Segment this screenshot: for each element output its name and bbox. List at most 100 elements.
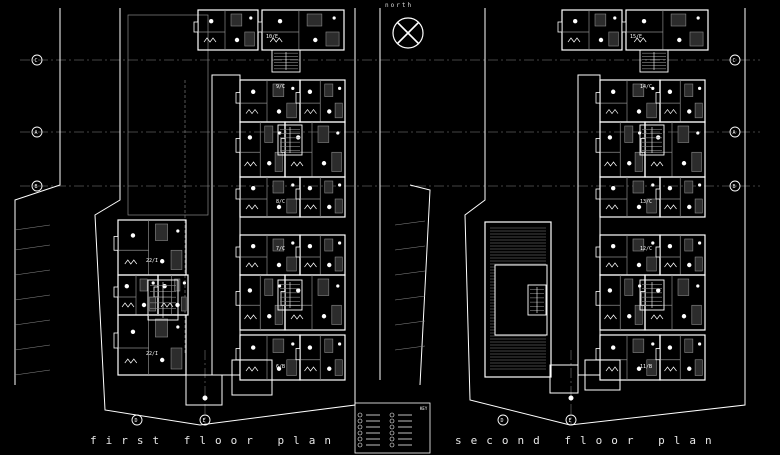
grid-bubble <box>565 414 577 426</box>
bathroom <box>632 180 645 194</box>
kitchen <box>646 256 657 272</box>
light-fixture <box>687 366 692 371</box>
kitchen <box>148 296 156 312</box>
grid-bubble <box>729 54 741 66</box>
bathroom <box>632 238 645 252</box>
bathroom <box>324 238 334 252</box>
grid-bubble-label: C <box>35 58 38 64</box>
radiator <box>605 366 619 372</box>
kitchen <box>646 198 657 214</box>
light-fixture <box>321 161 327 166</box>
radiator <box>203 37 217 43</box>
unit-label: 13/C <box>640 199 652 205</box>
light-fixture <box>313 37 318 43</box>
parking-line <box>14 319 51 326</box>
corridor <box>211 74 241 376</box>
grid-bubble <box>31 180 43 192</box>
window <box>621 21 627 33</box>
light-fixture <box>627 314 632 319</box>
key-symbol <box>389 442 395 448</box>
light-fixture <box>698 86 702 90</box>
light-fixture <box>687 109 692 114</box>
key-symbol <box>357 424 363 430</box>
kitchen <box>331 151 342 172</box>
light-fixture <box>296 288 301 293</box>
first-floor-title: first floor plan <box>90 434 340 447</box>
grid-bubble <box>131 414 143 426</box>
unit-label: 11/B <box>640 364 652 370</box>
light-fixture <box>176 325 180 329</box>
radiator <box>664 366 677 372</box>
window <box>557 21 563 33</box>
kitchen <box>325 31 340 47</box>
key-symbol <box>389 412 395 418</box>
unit-label: 9/C <box>276 84 285 90</box>
stair-core <box>639 49 669 73</box>
light-fixture <box>130 329 136 334</box>
bathroom <box>324 180 334 194</box>
site-edge <box>409 184 431 386</box>
bathroom <box>684 238 694 252</box>
light-fixture <box>698 241 702 245</box>
entrance <box>584 359 621 391</box>
bathroom <box>155 318 168 338</box>
light-fixture <box>698 342 702 346</box>
unit-label: 14/C <box>640 84 652 90</box>
window <box>595 348 601 361</box>
key-symbol <box>357 412 363 418</box>
key-box <box>354 402 431 454</box>
key-symbol <box>357 418 363 424</box>
window <box>295 188 301 200</box>
window <box>595 291 601 306</box>
light-fixture <box>667 244 673 249</box>
kitchen <box>286 359 297 376</box>
bathroom <box>624 278 634 296</box>
window <box>257 21 263 33</box>
light-fixture <box>607 288 613 293</box>
bathroom <box>677 125 690 143</box>
parking-line <box>14 294 51 301</box>
grid-bubble <box>31 126 43 138</box>
window <box>595 246 601 258</box>
stair-core <box>639 124 665 156</box>
kitchen <box>170 249 183 270</box>
entrance <box>549 364 579 394</box>
light-fixture <box>202 395 208 401</box>
north-circle <box>392 17 424 49</box>
light-fixture <box>162 284 167 289</box>
window <box>153 286 159 298</box>
kitchen <box>181 296 187 312</box>
light-fixture <box>636 366 642 371</box>
light-fixture <box>611 345 616 350</box>
light-fixture <box>636 204 642 210</box>
light-fixture <box>291 86 295 90</box>
window <box>235 188 241 200</box>
light-fixture <box>151 281 155 285</box>
light-fixture <box>291 342 295 346</box>
parking-line <box>394 345 426 351</box>
second-floor-title: second floor plan <box>455 434 721 447</box>
second-floor-plan <box>484 9 709 401</box>
window <box>595 188 601 200</box>
window <box>113 286 119 298</box>
light-fixture <box>327 109 332 114</box>
roof-structure <box>494 264 548 336</box>
north-label: north <box>385 2 414 9</box>
radiator <box>304 109 317 115</box>
bathroom <box>306 13 323 27</box>
light-fixture <box>681 161 687 166</box>
light-fixture <box>277 19 283 24</box>
parking-line <box>14 244 51 251</box>
light-fixture <box>681 314 687 319</box>
light-fixture <box>291 241 295 245</box>
stair-core <box>527 284 547 316</box>
kitchen <box>691 304 702 325</box>
key-symbol <box>357 442 363 448</box>
grid-bubble <box>729 126 741 138</box>
roof-terrace <box>484 221 552 378</box>
bathroom <box>317 125 330 143</box>
light-fixture <box>696 16 700 20</box>
light-fixture <box>696 284 700 288</box>
window <box>295 348 301 361</box>
bathroom <box>684 180 694 194</box>
